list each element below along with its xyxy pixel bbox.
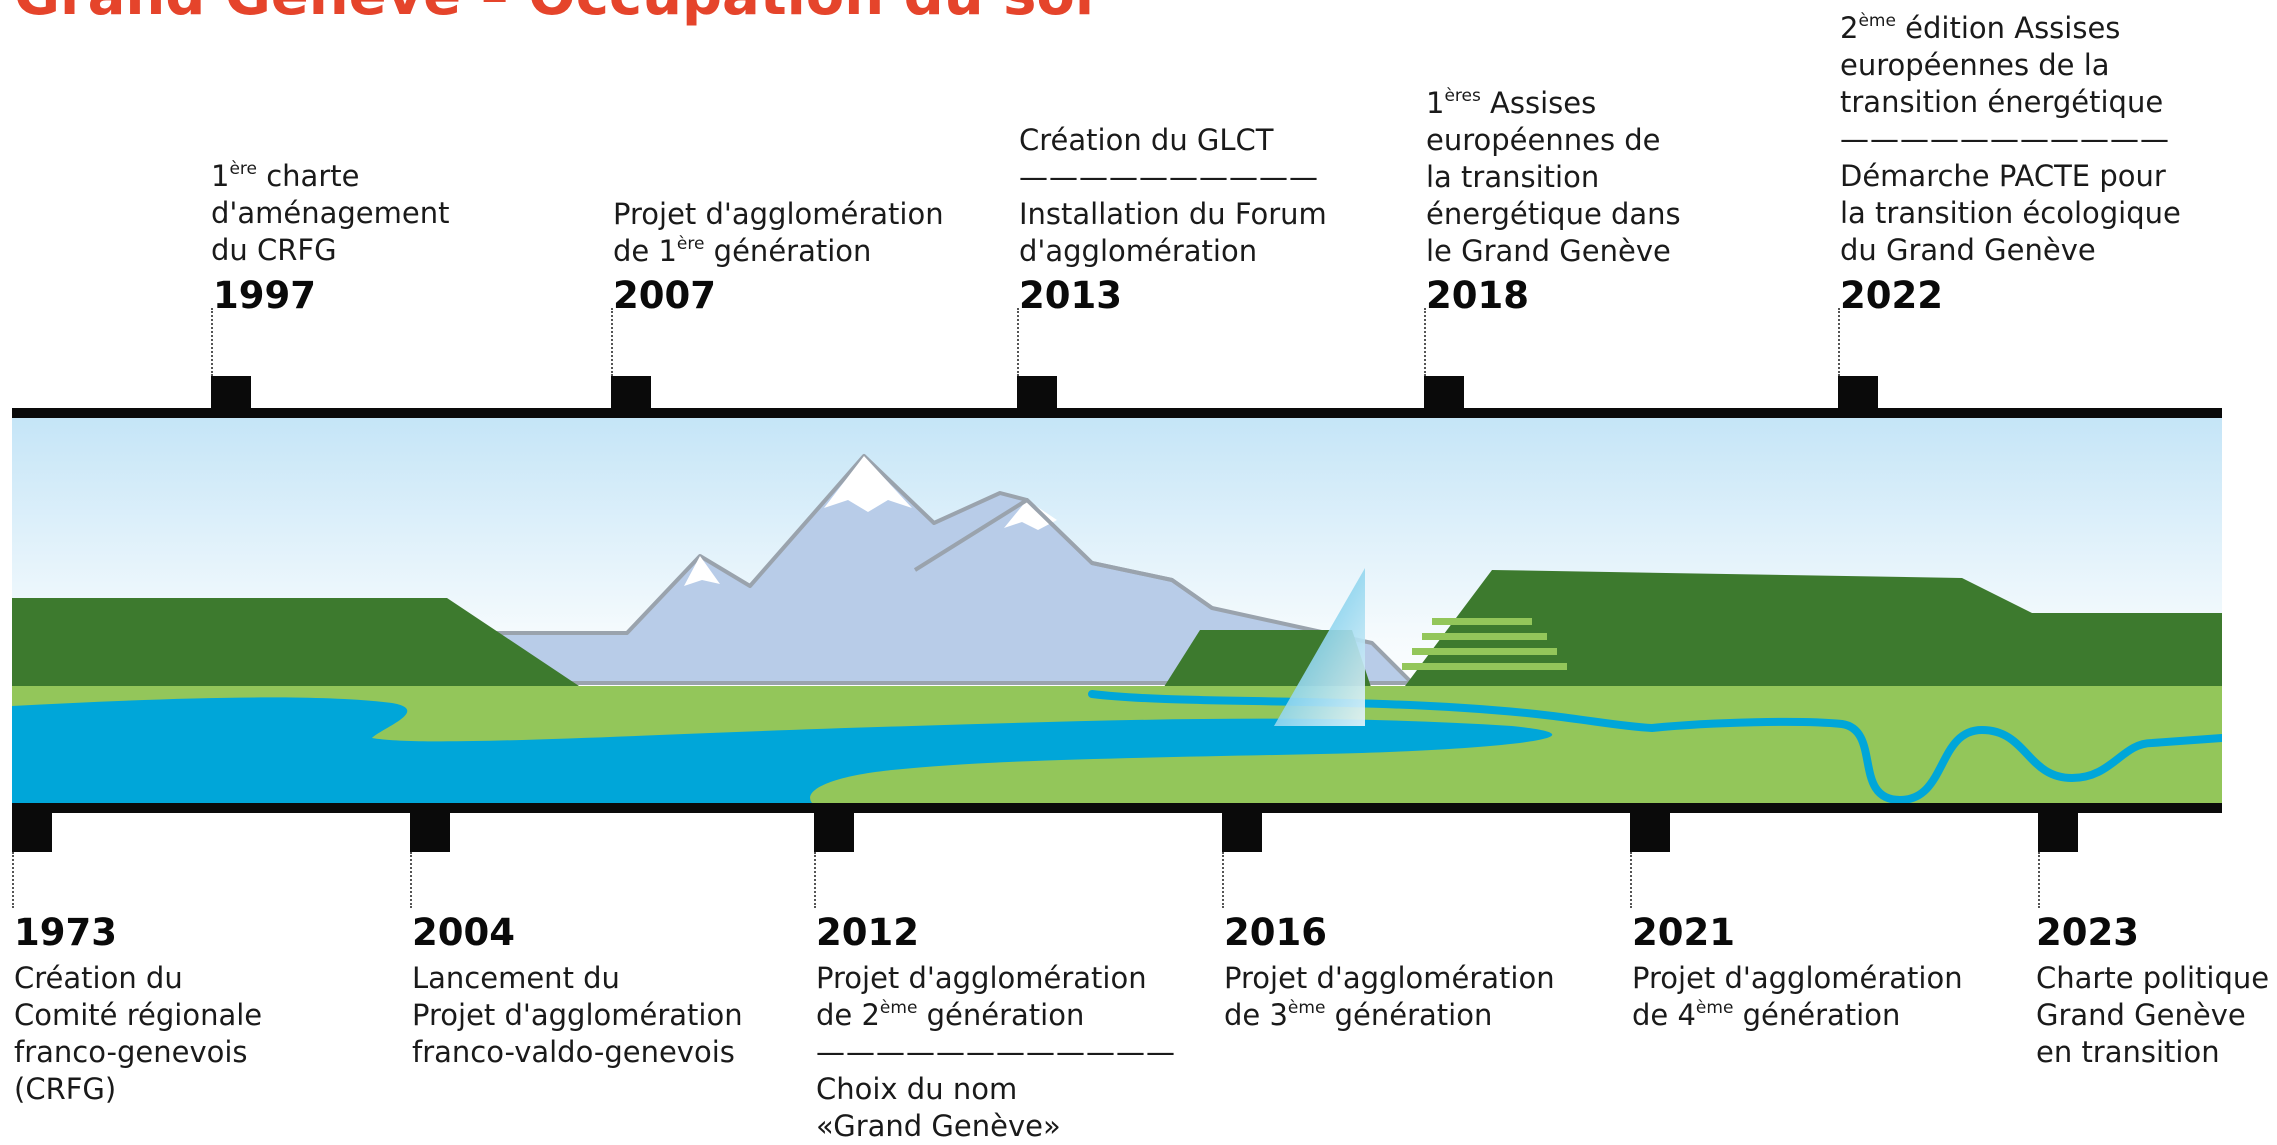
connector [12, 852, 14, 908]
event-year: 1997 [213, 274, 316, 317]
page-title: Grand Genève – Occupation du sol [14, 0, 1094, 24]
connector [1838, 308, 1840, 376]
event-description: 2ème édition Assises européennes de la t… [1840, 11, 2181, 267]
forest-right [1402, 570, 2222, 690]
event-year: 2012 [816, 911, 919, 954]
event-marker [211, 376, 251, 416]
connector [211, 308, 213, 376]
lake [12, 697, 1553, 803]
divider: ——————————— [1840, 122, 2170, 156]
landscape-illustration [12, 408, 2222, 813]
event-description: Projet d'agglomération de 3ème génératio… [1224, 961, 1555, 1032]
event-description: Projet d'agglomération de 2ème génératio… [816, 961, 1176, 1143]
event-year: 2018 [1426, 274, 1529, 317]
sailboat [1274, 568, 1365, 726]
bottom-band [12, 803, 2222, 813]
event-year: 2007 [613, 274, 716, 317]
event-marker [12, 812, 52, 852]
event-description: Charte politique Grand Genève en transit… [2036, 961, 2270, 1069]
snow-cap-right [1004, 500, 1057, 530]
event-year: 2023 [2036, 911, 2139, 954]
event-marker [2038, 812, 2078, 852]
event-year: 2016 [1224, 911, 1327, 954]
forest-left [12, 598, 582, 688]
vineyard-terraces [1402, 618, 1567, 670]
event-description: Projet d'agglomération de 1ère génératio… [613, 197, 944, 268]
snow-cap-left [684, 556, 720, 586]
connector [2038, 852, 2040, 908]
divider: ———————————— [816, 1035, 1176, 1069]
river [1088, 690, 2222, 805]
connector [1017, 308, 1019, 376]
event-year: 2022 [1840, 274, 1943, 317]
connector [410, 852, 412, 908]
top-band [12, 408, 2222, 418]
event-marker [814, 812, 854, 852]
event-year: 2013 [1019, 274, 1122, 317]
event-year: 1973 [14, 911, 117, 954]
event-marker [1838, 376, 1878, 416]
connector [1222, 852, 1224, 908]
event-description: Projet d'agglomération de 4ème génératio… [1632, 961, 1963, 1032]
event-marker [611, 376, 651, 416]
event-marker [1017, 376, 1057, 416]
event-marker [410, 812, 450, 852]
event-marker [1630, 812, 1670, 852]
mountain-ridge [913, 498, 1214, 610]
connector [611, 308, 613, 376]
event-description: Création du Comité régionale franco-gene… [14, 961, 263, 1106]
connector [1424, 308, 1426, 376]
event-year: 2021 [1632, 911, 1735, 954]
event-description: Création du GLCT —————————— Installation… [1019, 123, 1327, 268]
divider: —————————— [1019, 160, 1319, 194]
event-description: 1ère charte d'aménagement du CRFG [211, 159, 450, 267]
event-description: Lancement du Projet d'agglomération fran… [412, 961, 743, 1069]
event-description: 1ères Assises européennes de la transiti… [1426, 86, 1681, 268]
connector [814, 852, 816, 908]
event-year: 2004 [412, 911, 515, 954]
event-marker [1222, 812, 1262, 852]
event-marker [1424, 376, 1464, 416]
snow-cap-main [824, 456, 912, 512]
connector [1630, 852, 1632, 908]
